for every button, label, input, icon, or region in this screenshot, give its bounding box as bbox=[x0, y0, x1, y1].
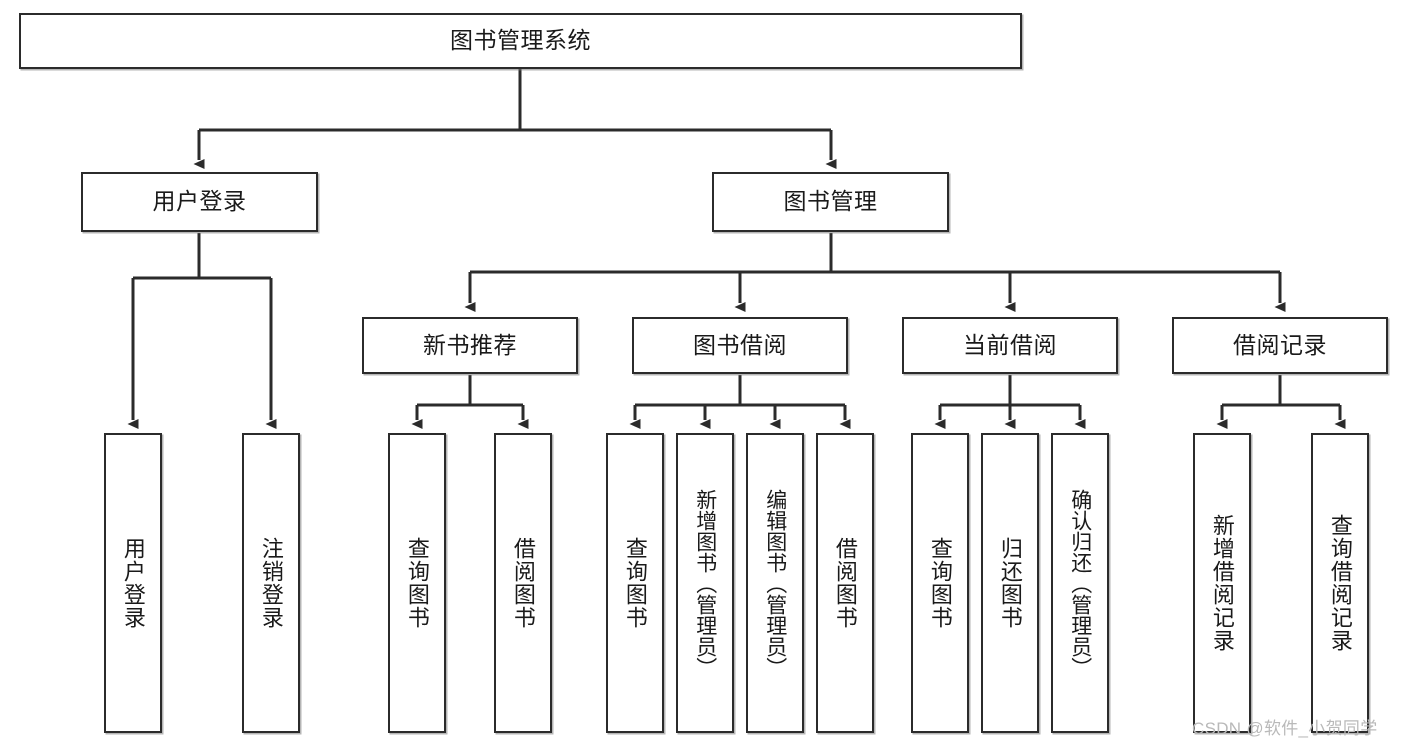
leaf-borrow-book-1-label: 借阅图书 bbox=[510, 537, 536, 629]
csdn-watermark: CSDN @软件_小贺同学 bbox=[1192, 719, 1378, 738]
node-borrow-record-label: 借阅记录 bbox=[1233, 331, 1327, 358]
node-root[interactable]: 图书管理系统 bbox=[19, 13, 1022, 69]
leaf-query-record-label: 查询借阅记录 bbox=[1327, 514, 1353, 652]
leaf-query-book-2[interactable]: 查询图书 bbox=[606, 433, 664, 733]
leaf-return-book-label: 归还图书 bbox=[997, 537, 1023, 629]
leaf-user-login-label: 用户登录 bbox=[120, 537, 146, 629]
node-user-login-label: 用户登录 bbox=[152, 188, 247, 215]
leaf-query-record[interactable]: 查询借阅记录 bbox=[1311, 433, 1369, 733]
node-user-login[interactable]: 用户登录 bbox=[81, 172, 318, 232]
leaf-query-book-3-label: 查询图书 bbox=[927, 537, 953, 629]
node-borrow-record[interactable]: 借阅记录 bbox=[1172, 317, 1388, 374]
leaf-confirm-return[interactable]: 确认归还（管理员） bbox=[1051, 433, 1109, 733]
leaf-query-book-1-label: 查询图书 bbox=[404, 537, 430, 629]
leaf-add-record-label: 新增借阅记录 bbox=[1209, 514, 1235, 652]
leaf-logout-login-label: 注销登录 bbox=[258, 537, 284, 629]
node-current-borrow[interactable]: 当前借阅 bbox=[902, 317, 1118, 374]
node-book-management-label: 图书管理 bbox=[783, 188, 878, 215]
node-new-book-recommend-label: 新书推荐 bbox=[423, 331, 517, 358]
leaf-user-login[interactable]: 用户登录 bbox=[104, 433, 162, 733]
leaf-confirm-return-label: 确认归还（管理员） bbox=[1068, 488, 1092, 678]
node-book-management[interactable]: 图书管理 bbox=[712, 172, 949, 232]
leaf-edit-book[interactable]: 编辑图书（管理员） bbox=[746, 433, 804, 733]
leaf-query-book-2-label: 查询图书 bbox=[622, 537, 648, 629]
node-root-label: 图书管理系统 bbox=[450, 27, 591, 54]
node-new-book-recommend[interactable]: 新书推荐 bbox=[362, 317, 578, 374]
leaf-borrow-book-2[interactable]: 借阅图书 bbox=[816, 433, 874, 733]
leaf-add-book-label: 新增图书（管理员） bbox=[693, 488, 717, 678]
leaf-return-book[interactable]: 归还图书 bbox=[981, 433, 1039, 733]
node-book-borrow[interactable]: 图书借阅 bbox=[632, 317, 848, 374]
leaf-logout-login[interactable]: 注销登录 bbox=[242, 433, 300, 733]
leaf-borrow-book-1[interactable]: 借阅图书 bbox=[494, 433, 552, 733]
node-book-borrow-label: 图书借阅 bbox=[693, 331, 787, 358]
leaf-edit-book-label: 编辑图书（管理员） bbox=[763, 488, 787, 678]
node-current-borrow-label: 当前借阅 bbox=[963, 331, 1057, 358]
leaf-add-record[interactable]: 新增借阅记录 bbox=[1193, 433, 1251, 733]
leaf-add-book[interactable]: 新增图书（管理员） bbox=[676, 433, 734, 733]
leaf-borrow-book-2-label: 借阅图书 bbox=[832, 537, 858, 629]
leaf-query-book-1[interactable]: 查询图书 bbox=[388, 433, 446, 733]
leaf-query-book-3[interactable]: 查询图书 bbox=[911, 433, 969, 733]
